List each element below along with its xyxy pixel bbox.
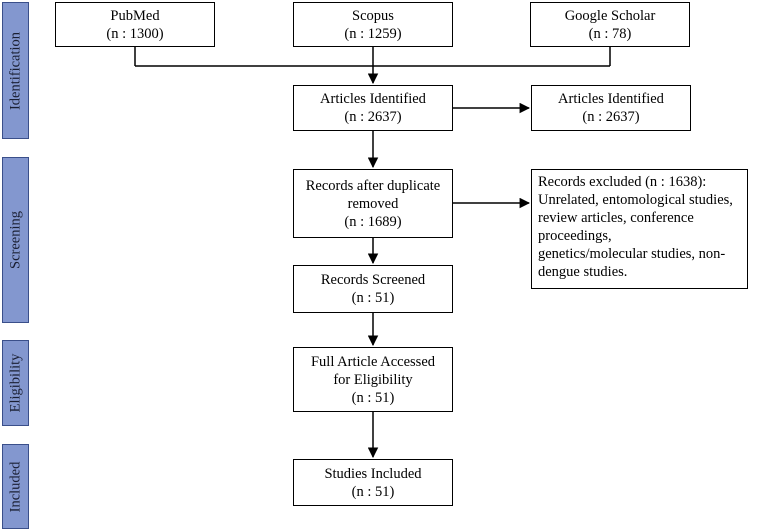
excluded-box: Records excluded (n : 1638): Unrelated, …: [531, 169, 748, 289]
eligibility-count: (n : 51): [351, 389, 395, 406]
source-google-scholar-name: Google Scholar: [564, 7, 656, 24]
source-pubmed-count: (n : 1300): [106, 25, 164, 42]
studies-included-box: Studies Included (n : 51): [293, 459, 453, 506]
stage-screening: Screening: [2, 157, 29, 323]
dedup-count: (n : 1689): [344, 213, 402, 230]
source-google-scholar: Google Scholar (n : 78): [530, 2, 690, 47]
source-scopus: Scopus (n : 1259): [293, 2, 453, 47]
studies-included-count: (n : 51): [351, 483, 395, 500]
stage-eligibility: Eligibility: [2, 340, 29, 426]
articles-identified-box: Articles Identified (n : 2637): [293, 85, 453, 131]
dedup-box: Records after duplicate removed (n : 168…: [293, 169, 453, 238]
source-scopus-name: Scopus: [352, 7, 394, 24]
screened-box: Records Screened (n : 51): [293, 265, 453, 313]
eligibility-label: Full Article Accessed for Eligibility: [310, 353, 436, 388]
stage-included: Included: [2, 444, 29, 529]
dedup-label: Records after duplicate removed: [305, 177, 441, 212]
source-pubmed-name: PubMed: [110, 7, 160, 24]
screened-count: (n : 51): [351, 290, 395, 306]
screened-label: Records Screened: [320, 272, 426, 288]
articles-identified-side-count: (n : 2637): [582, 109, 640, 125]
studies-included-label: Studies Included: [324, 465, 422, 482]
source-google-scholar-count: (n : 78): [588, 25, 632, 42]
articles-identified-count: (n : 2637): [344, 109, 402, 125]
articles-identified-side-box: Articles Identified (n : 2637): [531, 85, 691, 131]
articles-identified-label: Articles Identified: [320, 91, 426, 107]
source-pubmed: PubMed (n : 1300): [55, 2, 215, 47]
stage-identification: Identification: [2, 2, 29, 139]
source-scopus-count: (n : 1259): [344, 25, 402, 42]
articles-identified-side-label: Articles Identified: [558, 91, 664, 107]
excluded-text: Records excluded (n : 1638): Unrelated, …: [538, 174, 733, 280]
eligibility-box: Full Article Accessed for Eligibility (n…: [293, 347, 453, 412]
